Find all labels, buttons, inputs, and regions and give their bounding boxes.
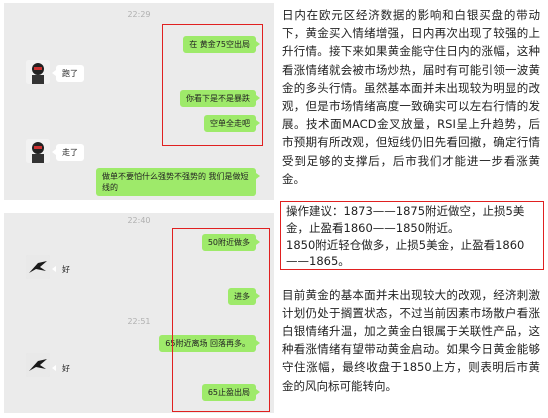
- chat-panel-top: 22:29 在 黄金75空出局 跑了 你看下是不是暴跌 空单全走吧 走了 做单不…: [4, 3, 274, 200]
- message-bubble-outgoing[interactable]: 65止盈出局: [201, 384, 261, 401]
- article-top: 日内在欧元区经济数据的影响和白银买盘的带动下，黄金买入情绪增强，日内再次出现了较…: [282, 6, 540, 188]
- message-bubble-outgoing[interactable]: 你看下是不是暴跌: [180, 90, 260, 107]
- message-bubble-incoming[interactable]: 好: [52, 360, 76, 377]
- message-bubble-outgoing[interactable]: 做单不要怕什么强势不强势的 我们是做短线的: [96, 168, 260, 196]
- chat-timestamp: 22:29: [127, 10, 151, 19]
- highlight-box: [172, 228, 270, 412]
- message-bubble-outgoing[interactable]: 50附近做多: [201, 234, 261, 251]
- message-bubble-outgoing[interactable]: 在 黄金75空出局: [183, 36, 260, 53]
- contact-avatar[interactable]: [26, 60, 50, 84]
- contact-avatar[interactable]: [26, 255, 50, 279]
- chat-panel-bottom: 22:40 50附近做多 好 进多 22:51 65附近离场 回落再多。 好 6…: [4, 213, 274, 413]
- message-bubble-outgoing[interactable]: 进多: [228, 288, 260, 305]
- advice-line: 操作建议：1873——1875附近做空，止损5美金，止盈看1860——1850附…: [286, 204, 525, 235]
- message-bubble-incoming[interactable]: 走了: [52, 144, 84, 161]
- article-bottom: 目前黄金的基本面并未出现较大的改观，经济刺激计划仍处于搁置状态，不过当前因素市场…: [282, 274, 540, 406]
- message-bubble-incoming[interactable]: 好: [52, 261, 76, 278]
- avatar-figure-icon: [26, 60, 50, 84]
- chat-timestamp: 22:40: [127, 216, 151, 225]
- advice-line: 1850附近轻仓做多，止损5美金，止盈看1860——1865。: [286, 237, 525, 269]
- contact-avatar[interactable]: [26, 139, 50, 163]
- panel-divider: [4, 200, 274, 213]
- contact-avatar[interactable]: [26, 353, 50, 377]
- message-bubble-outgoing[interactable]: 空单全走吧: [204, 115, 260, 132]
- highlight-box: [162, 24, 263, 146]
- avatar-figure-icon: [26, 139, 50, 163]
- article-paragraph: 日内在欧元区经济数据的影响和白银买盘的带动下，黄金买入情绪增强，日内再次出现了较…: [282, 8, 540, 186]
- message-bubble-incoming[interactable]: 跑了: [52, 65, 84, 82]
- avatar-bird-icon: [26, 255, 50, 279]
- message-bubble-outgoing[interactable]: 65附近离场 回落再多。: [159, 335, 260, 352]
- chat-timestamp: 22:51: [127, 317, 151, 326]
- article-paragraph: 目前黄金的基本面并未出现较大的改观，经济刺激计划仍处于搁置状态，不过当前因素市场…: [282, 287, 540, 393]
- avatar-bird-icon: [26, 353, 50, 377]
- advice-text: 操作建议：1873——1875附近做空，止损5美金，止盈看1860——1850附…: [286, 203, 542, 270]
- advice-highlight-box: [280, 201, 544, 270]
